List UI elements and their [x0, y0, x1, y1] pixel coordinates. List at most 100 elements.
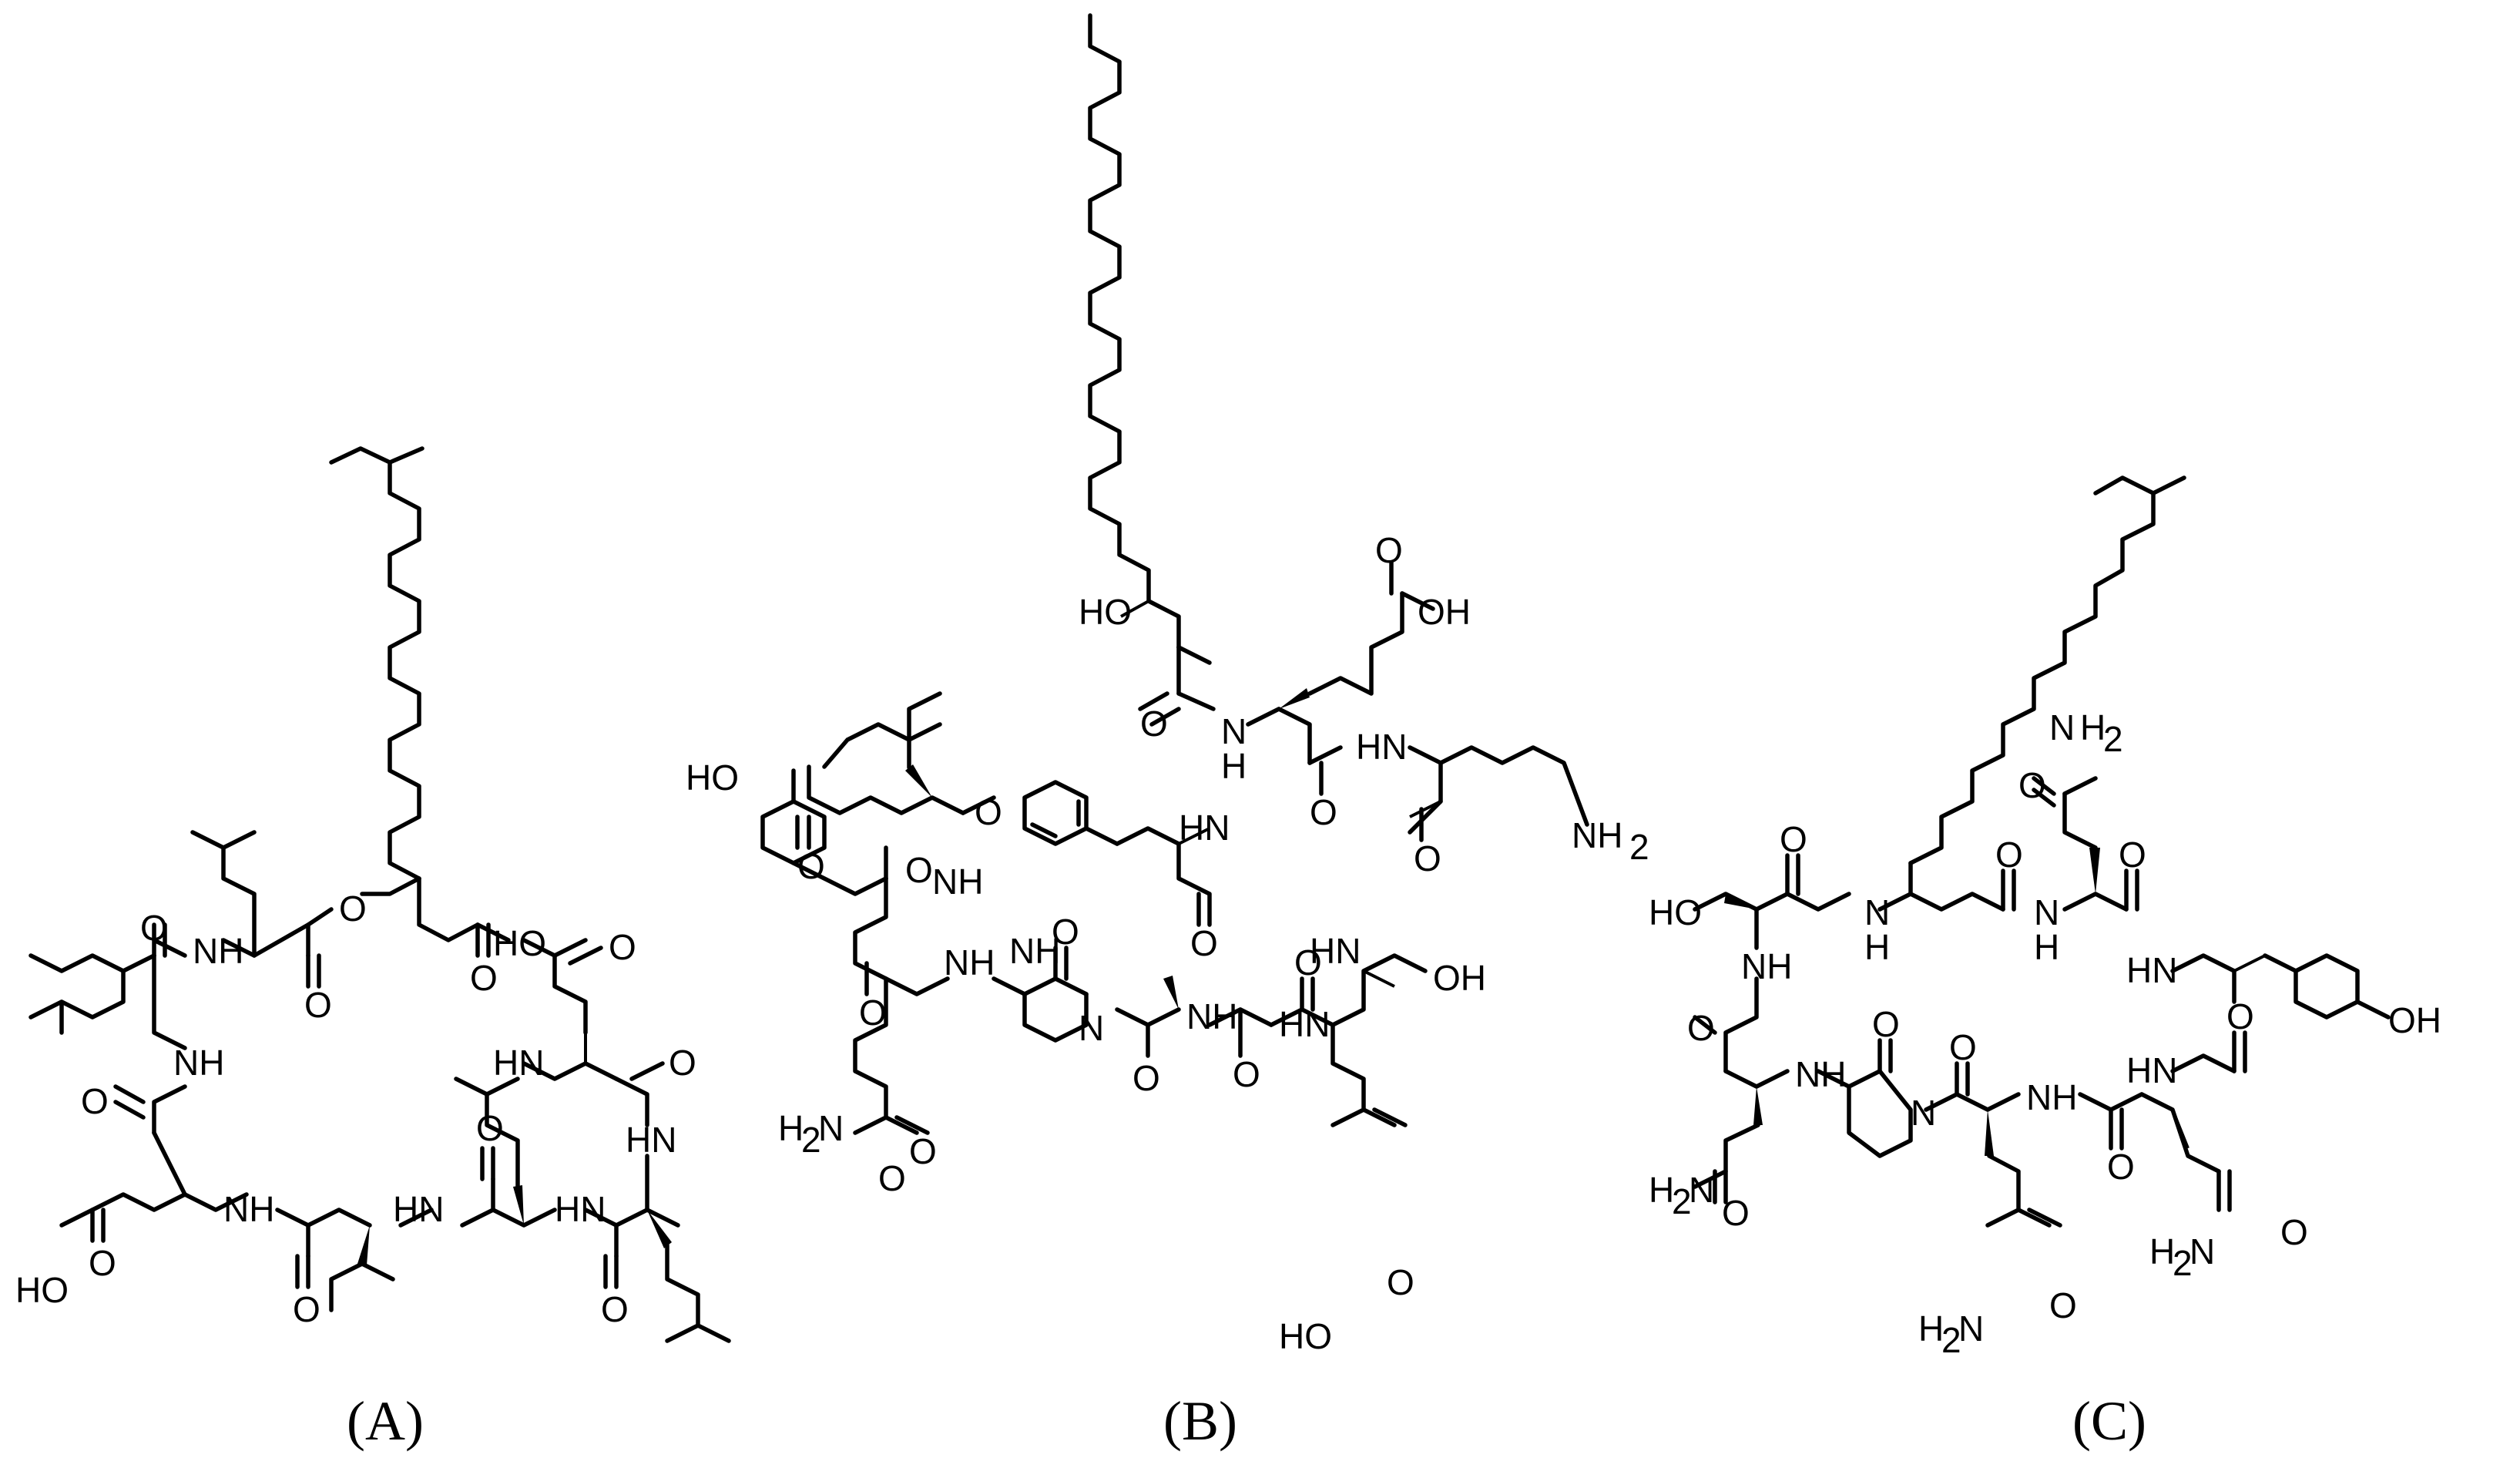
- label: NH: [2026, 1077, 2077, 1117]
- label: NH: [173, 1043, 224, 1083]
- label: N: [1689, 1170, 1714, 1210]
- label: 2: [2103, 719, 2123, 759]
- label: NH: [193, 931, 243, 971]
- label: O: [1872, 1004, 1900, 1044]
- label: H: [1221, 746, 1247, 786]
- label: O: [1722, 1193, 1750, 1233]
- label: O: [2018, 765, 2046, 805]
- label: O: [1190, 923, 1218, 963]
- label: N: [1221, 711, 1247, 751]
- label: O: [2107, 1147, 2135, 1187]
- label: HN: [1179, 808, 1230, 848]
- label: O: [2226, 996, 2254, 1036]
- label: HN: [1310, 931, 1361, 971]
- label: HO: [493, 923, 546, 963]
- label: HO: [1649, 892, 1702, 932]
- label: H: [2149, 1231, 2175, 1271]
- label: N: [1958, 1308, 1984, 1349]
- label: O: [2119, 835, 2146, 875]
- label: HO: [15, 1270, 69, 1310]
- label: O: [339, 889, 367, 929]
- label: HN: [393, 1189, 444, 1229]
- structure-b: HO O N H O OH O HN O NH 2 HO O O O NH HN…: [686, 13, 1649, 1452]
- label: O: [2280, 1212, 2308, 1252]
- label: NH: [932, 862, 983, 902]
- structure-c: H 2 N O O O O HO N H N H HN NH O NH O O …: [1649, 475, 2441, 1452]
- label: HN: [1356, 727, 1407, 767]
- label: H: [1864, 927, 1890, 967]
- label: O: [1375, 530, 1403, 570]
- structure-a: HO O O O O NH NH NH HN HN HN HN O O O O …: [15, 446, 731, 1452]
- label: HN: [493, 1043, 544, 1083]
- label: O: [1310, 792, 1337, 832]
- label: HO: [686, 758, 739, 798]
- label: O: [81, 1081, 109, 1121]
- panel-caption-c: (C): [2072, 1390, 2146, 1452]
- label: N: [818, 1108, 844, 1148]
- label: O: [909, 1131, 937, 1171]
- label: 2: [801, 1120, 821, 1160]
- label: N: [2189, 1231, 2215, 1271]
- label: O: [797, 846, 825, 886]
- label: O: [304, 985, 332, 1025]
- label: N: [1911, 1093, 1936, 1133]
- label: NH: [223, 1189, 274, 1229]
- label: H: [2080, 707, 2106, 747]
- label: NH: [1572, 815, 1622, 855]
- label: O: [609, 927, 636, 967]
- label: O: [1233, 1054, 1260, 1094]
- label: 2: [1941, 1320, 1961, 1360]
- label: O: [1687, 1008, 1715, 1048]
- label: O: [2049, 1285, 2077, 1325]
- label: O: [905, 850, 933, 890]
- label: NH: [1186, 996, 1237, 1036]
- label: N: [2049, 707, 2075, 747]
- label: HN: [2126, 1050, 2177, 1090]
- label: H: [1649, 1170, 1674, 1210]
- label: O: [1949, 1027, 1977, 1067]
- label: OH: [1418, 592, 1471, 632]
- label: O: [1780, 819, 1807, 859]
- label: OH: [2388, 1000, 2441, 1040]
- panel-caption-a: (A): [347, 1390, 424, 1452]
- label: N: [1079, 1008, 1104, 1048]
- label: O: [89, 1243, 116, 1283]
- label: O: [859, 993, 887, 1033]
- label: NH: [944, 942, 995, 983]
- label: NH: [1795, 1054, 1846, 1094]
- label: O: [1132, 1058, 1160, 1098]
- label: O: [601, 1289, 629, 1329]
- label: HO: [1079, 592, 1132, 632]
- label: OH: [1433, 958, 1486, 998]
- label: O: [1052, 912, 1079, 952]
- label: H: [778, 1108, 804, 1148]
- label: H: [2034, 927, 2059, 967]
- label: HN: [626, 1120, 676, 1160]
- label: O: [1294, 942, 1322, 983]
- label: O: [1995, 835, 2023, 875]
- panel-caption-b: (B): [1163, 1390, 1237, 1452]
- label: N: [1864, 892, 1890, 932]
- label: N: [2034, 892, 2059, 932]
- label: NH: [1009, 931, 1060, 971]
- label: O: [1414, 838, 1441, 878]
- label: O: [476, 1108, 504, 1148]
- label: HN: [1279, 1004, 1330, 1044]
- label: 2: [1629, 827, 1649, 867]
- label: O: [293, 1289, 320, 1329]
- label: O: [1387, 1262, 1414, 1302]
- label: H: [1918, 1308, 1944, 1349]
- label: O: [878, 1158, 906, 1198]
- label: O: [975, 792, 1002, 832]
- label: HN: [2126, 950, 2177, 990]
- label: 2: [1672, 1181, 1692, 1221]
- label: HO: [1279, 1316, 1332, 1356]
- label: HN: [555, 1189, 606, 1229]
- label: O: [1140, 704, 1168, 744]
- label: O: [669, 1043, 696, 1083]
- label: O: [140, 908, 168, 948]
- label: 2: [2173, 1243, 2193, 1283]
- label: O: [470, 958, 498, 998]
- label: NH: [1741, 946, 1792, 986]
